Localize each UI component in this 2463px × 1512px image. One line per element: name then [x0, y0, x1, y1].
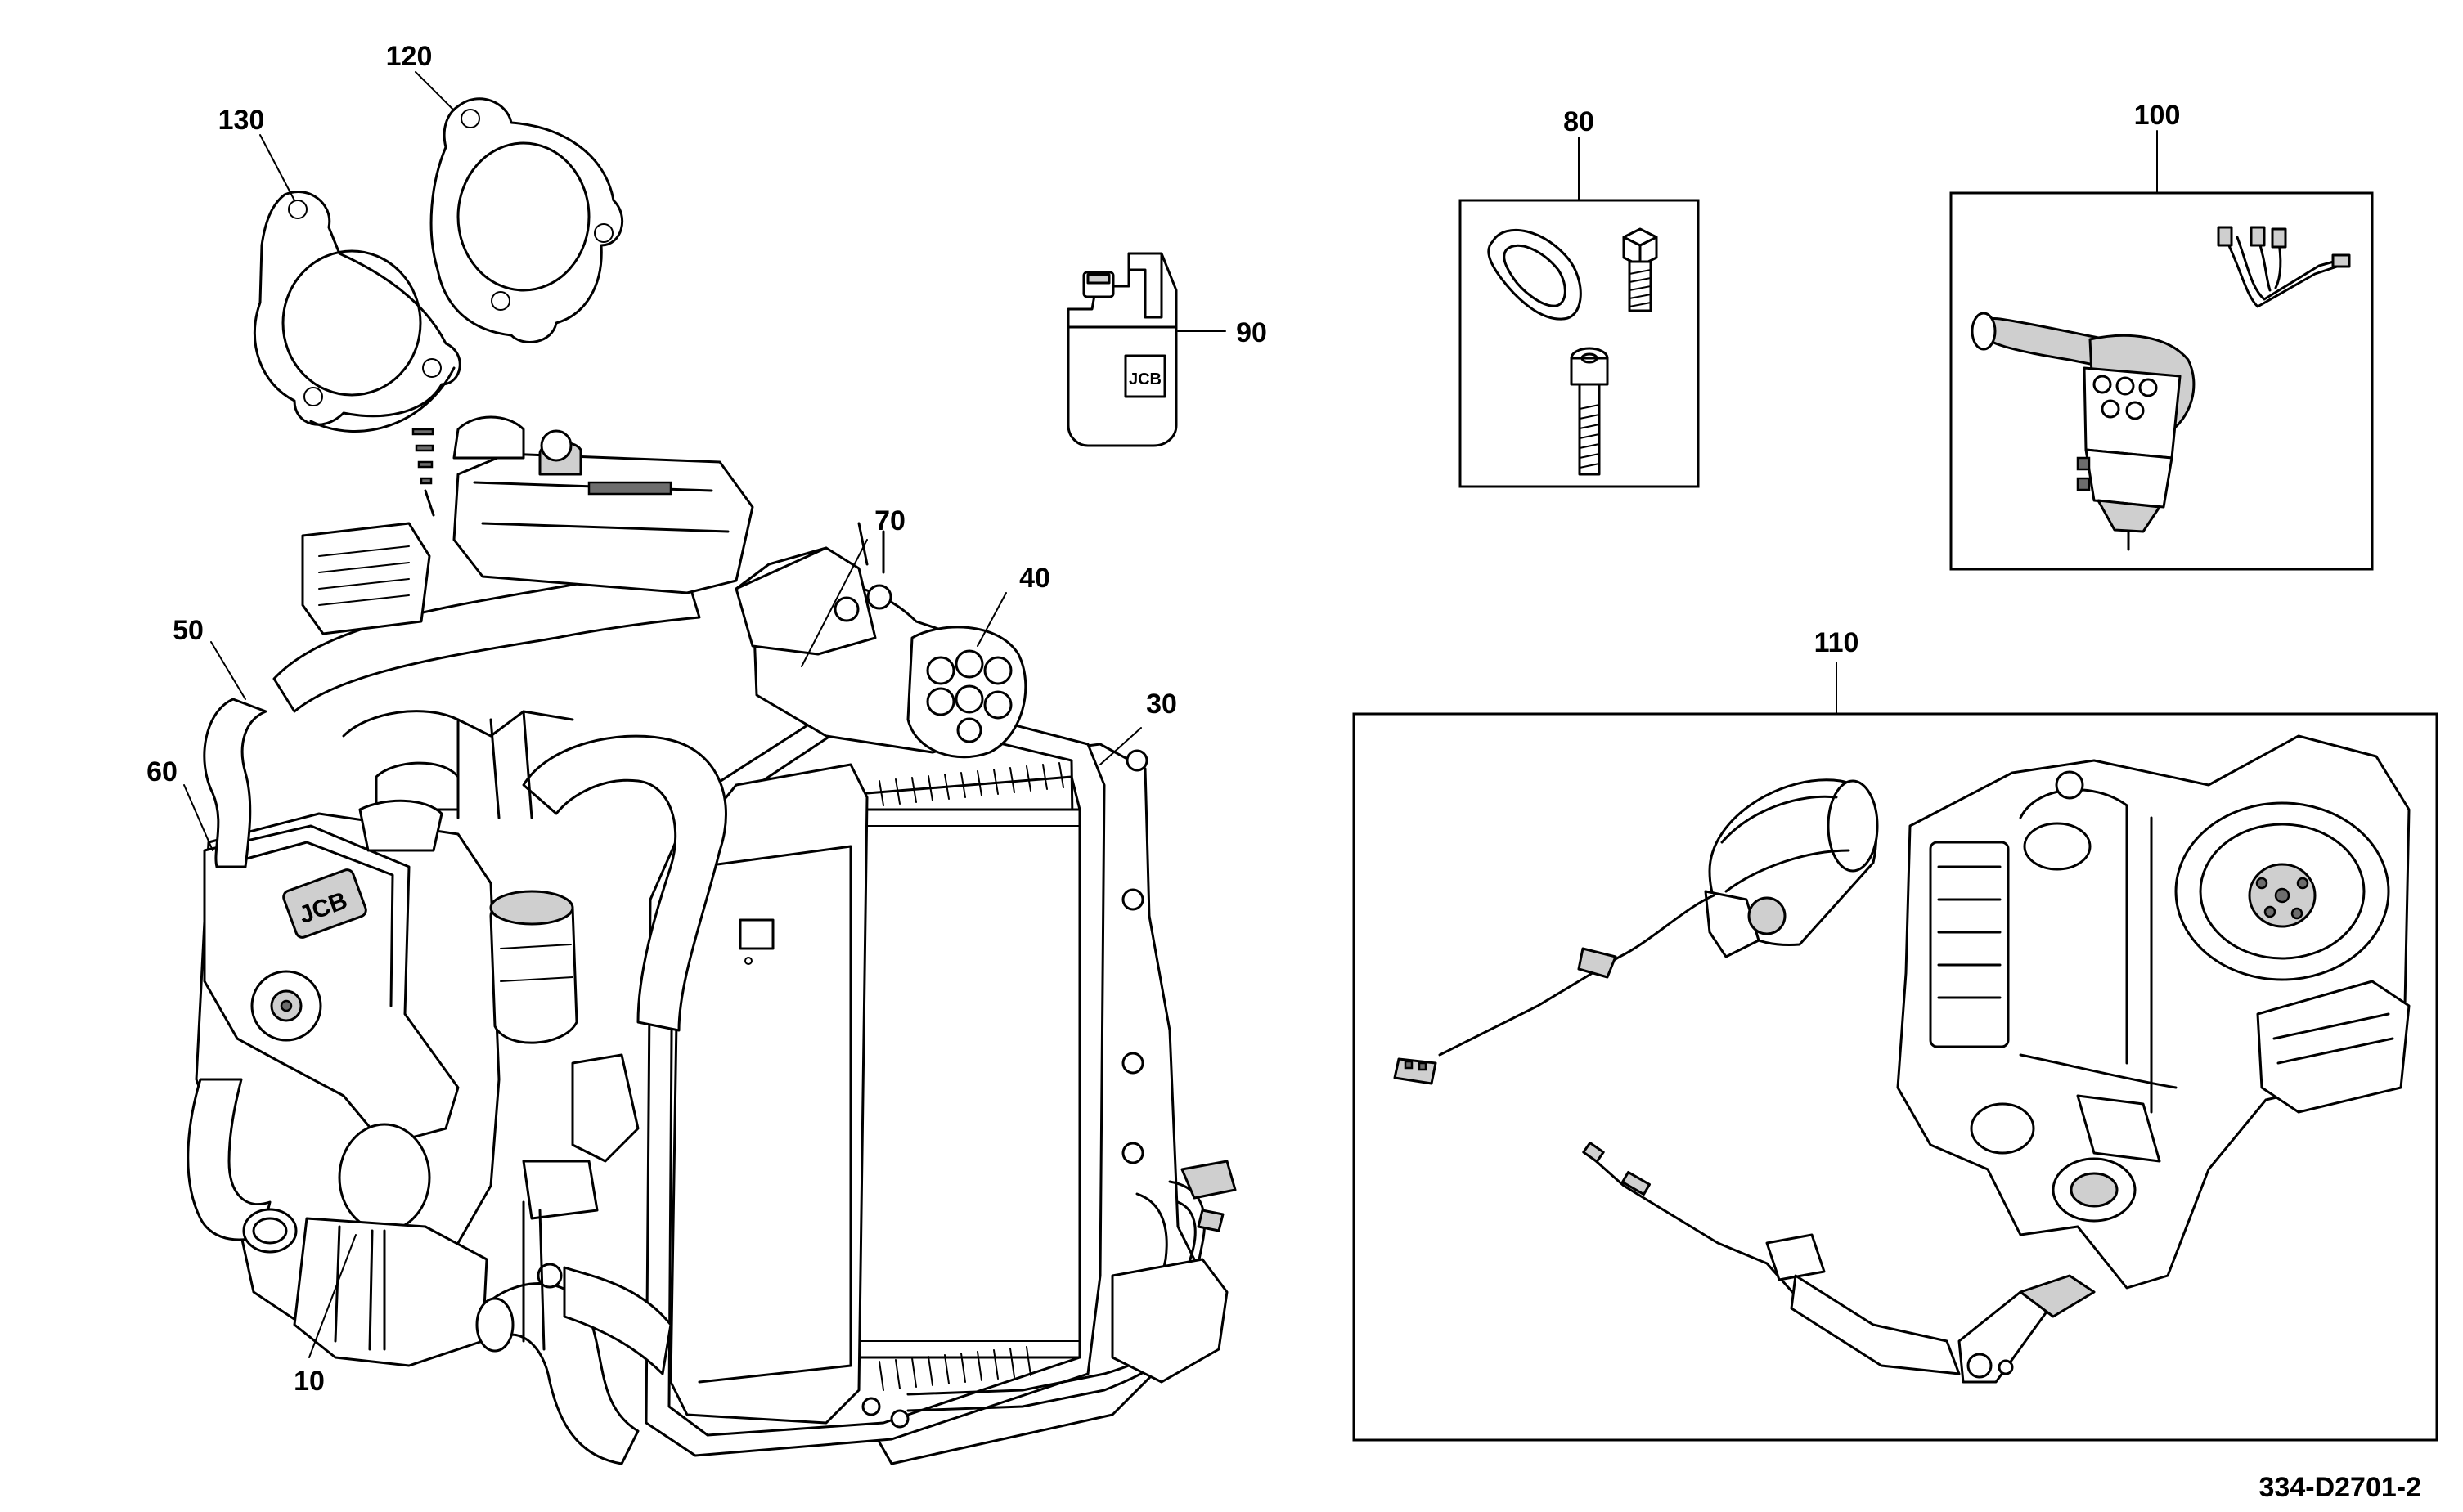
callout-50: 50 — [173, 615, 204, 646]
charge-air-cooler — [669, 763, 869, 1425]
callout-90: 90 — [1236, 317, 1267, 348]
leader-30 — [1099, 727, 1142, 765]
socket-bolt-icon — [1570, 347, 1609, 476]
leader-130 — [259, 134, 295, 201]
oil-bottle-logo: JCB — [1129, 370, 1162, 388]
leader-70 — [801, 539, 868, 667]
oil-bottle-icon: JCB — [1067, 252, 1178, 447]
radiator-core — [857, 808, 1081, 1359]
gasket-120 — [429, 97, 624, 343]
gasket-130-arc — [309, 366, 456, 433]
callout-40: 40 — [1019, 563, 1050, 594]
kit-110-box — [1352, 712, 2438, 1442]
callout-60: 60 — [146, 756, 178, 787]
timing-cover — [203, 824, 460, 1146]
coolant-pipe-lower — [1135, 1192, 1168, 1318]
callout-110: 110 — [1814, 627, 1859, 658]
callout-70: 70 — [874, 505, 906, 536]
hex-bolt-icon — [1622, 227, 1658, 312]
mount-bracket — [1111, 1258, 1229, 1384]
jcb-plaque — [282, 868, 367, 939]
charge-pipe-mid — [522, 734, 727, 1032]
drawing-reference: 334-D2701-2 — [2259, 1472, 2421, 1503]
leader-40 — [977, 592, 1007, 647]
engine-assembly-110 — [1896, 734, 2411, 1290]
upper-hose-left — [203, 698, 267, 868]
gasket-stack-indicator — [411, 428, 435, 517]
kit-100-box — [1949, 191, 2374, 571]
callout-130: 130 — [218, 105, 265, 136]
o-ring-icon — [1487, 228, 1582, 321]
wiring-loom-icon — [2217, 226, 2351, 308]
lower-intercooler-hose — [563, 1266, 672, 1375]
oil-sump — [293, 1217, 488, 1367]
leader-60 — [183, 784, 213, 851]
probe-sensor-icon — [1582, 1142, 2096, 1384]
canister-sensor-icon — [1393, 778, 1879, 1085]
callout-120: 120 — [386, 41, 433, 72]
main-engine-assembly: JCB — [187, 415, 1237, 1465]
callout-10: 10 — [294, 1366, 325, 1397]
leader-10 — [308, 1234, 357, 1358]
callout-80: 80 — [1563, 106, 1594, 137]
pump-assembly-icon — [1971, 312, 2196, 551]
charge-pipe-top — [272, 573, 701, 713]
callout-100: 100 — [2134, 100, 2181, 131]
gasket-130 — [253, 190, 461, 426]
callout-30: 30 — [1146, 689, 1177, 720]
ecu-module — [301, 522, 431, 635]
leader-120 — [415, 71, 455, 111]
leader-50 — [210, 641, 246, 700]
